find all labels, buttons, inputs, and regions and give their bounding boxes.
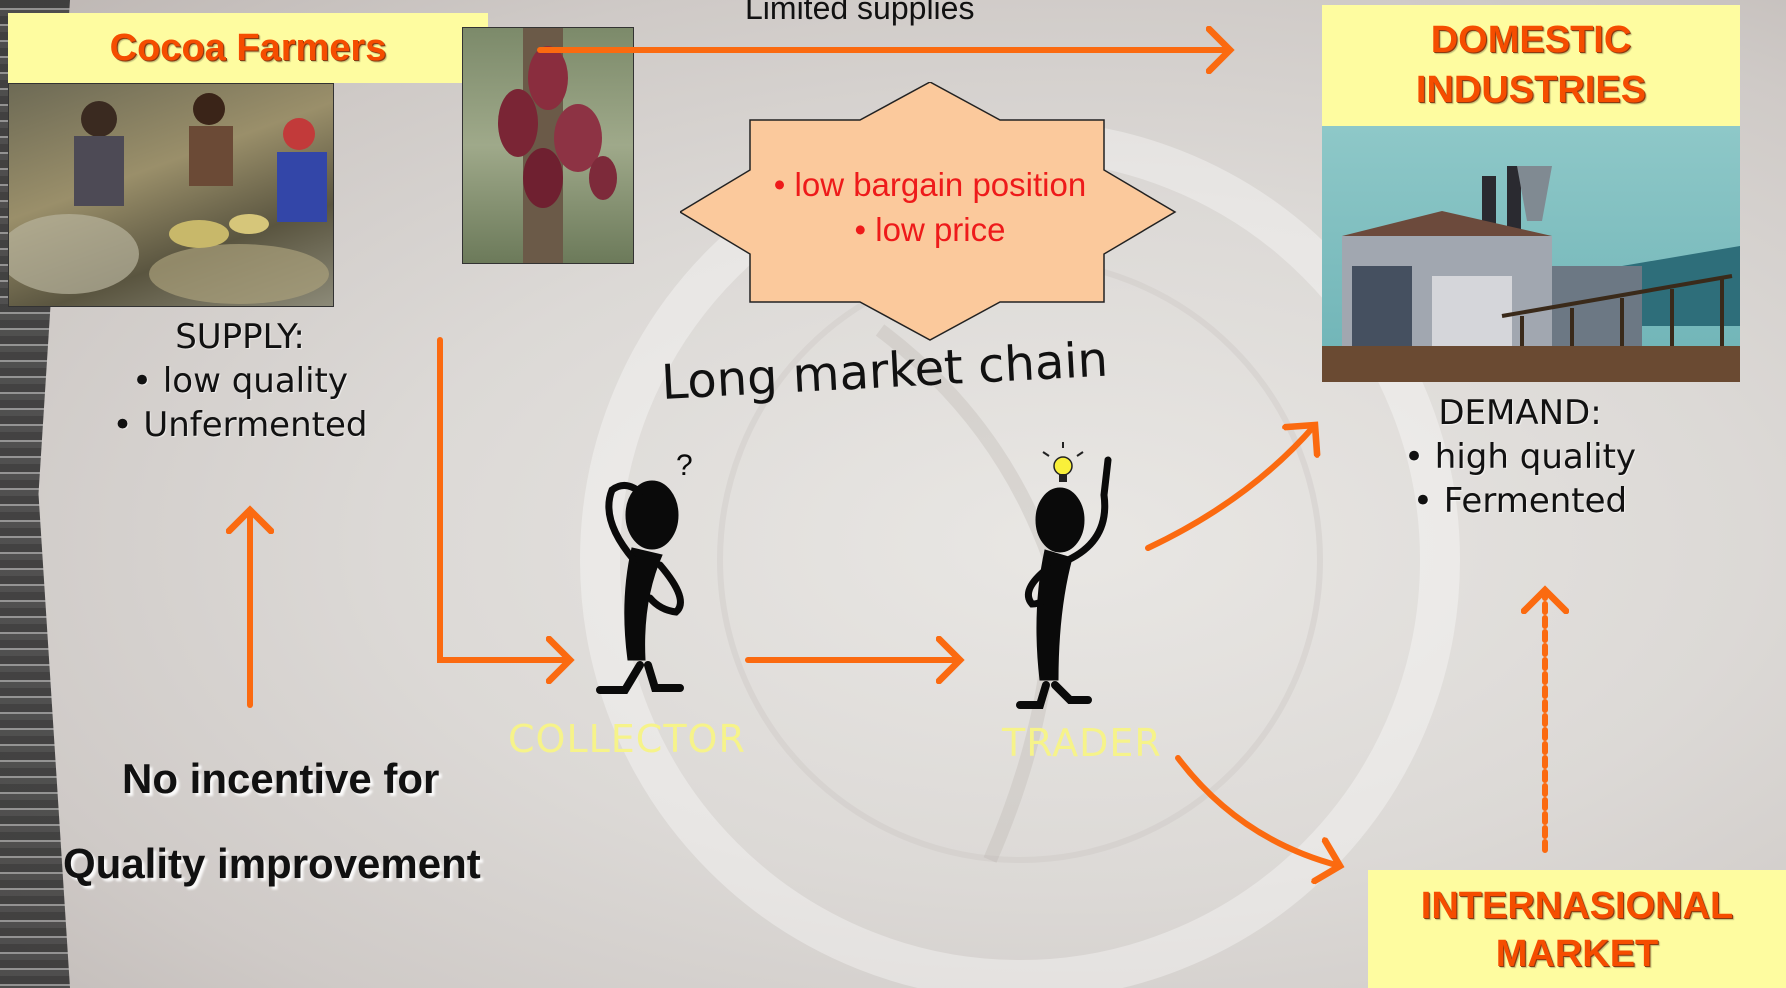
domestic-line1: DOMESTIC xyxy=(1430,19,1632,61)
burst-line-1: • low bargain position xyxy=(773,166,1087,203)
farmers-title-box: Cocoa Farmers xyxy=(8,13,488,83)
burst-callout xyxy=(680,82,1177,341)
no-incentive-line1: No incentive for xyxy=(122,755,440,802)
trader-label: TRADER xyxy=(1002,721,1162,765)
supply-item-2: • Unfermented xyxy=(112,405,368,445)
supply-item-1: • low quality xyxy=(131,361,349,401)
question-mark-icon: ? xyxy=(676,449,693,482)
arrow-trader-to-international xyxy=(1175,755,1340,866)
farmers-photo xyxy=(8,83,334,307)
demand-list: DEMAND: • high quality • Fermented xyxy=(1370,391,1670,523)
burst-line-2: • low price xyxy=(854,211,1006,248)
demand-item-1: • high quality xyxy=(1403,437,1637,477)
domestic-line2: INDUSTRIES xyxy=(1415,69,1647,111)
collector-figure: ? xyxy=(596,449,693,694)
international-line1: INTERNASIONAL xyxy=(1420,885,1734,927)
cocoa-pod-photo xyxy=(462,27,634,264)
collector-label: COLLECTOR xyxy=(508,717,746,761)
international-market-box: INTERNASIONAL MARKET xyxy=(1368,870,1786,988)
trader-figure xyxy=(1016,442,1112,709)
limited-supplies-label: Limited supplies xyxy=(745,0,975,26)
arrow-trader-to-domestic xyxy=(1145,425,1315,551)
international-line2: MARKET xyxy=(1495,933,1659,975)
no-incentive-line2: Quality improvement xyxy=(63,840,481,887)
farmers-title: Cocoa Farmers xyxy=(109,27,387,69)
arrow-farmers-to-collector xyxy=(437,337,570,660)
domestic-industries-box: DOMESTIC INDUSTRIES xyxy=(1322,5,1740,126)
factory-illustration xyxy=(1322,126,1740,382)
lightbulb-icon xyxy=(1042,442,1084,482)
demand-item-2: • Fermented xyxy=(1412,481,1628,521)
burst-text: • low bargain position • low price xyxy=(745,162,1115,252)
supply-heading: SUPPLY: xyxy=(175,317,305,357)
demand-heading: DEMAND: xyxy=(1438,393,1602,433)
supply-list: SUPPLY: • low quality • Unfermented xyxy=(80,315,400,447)
